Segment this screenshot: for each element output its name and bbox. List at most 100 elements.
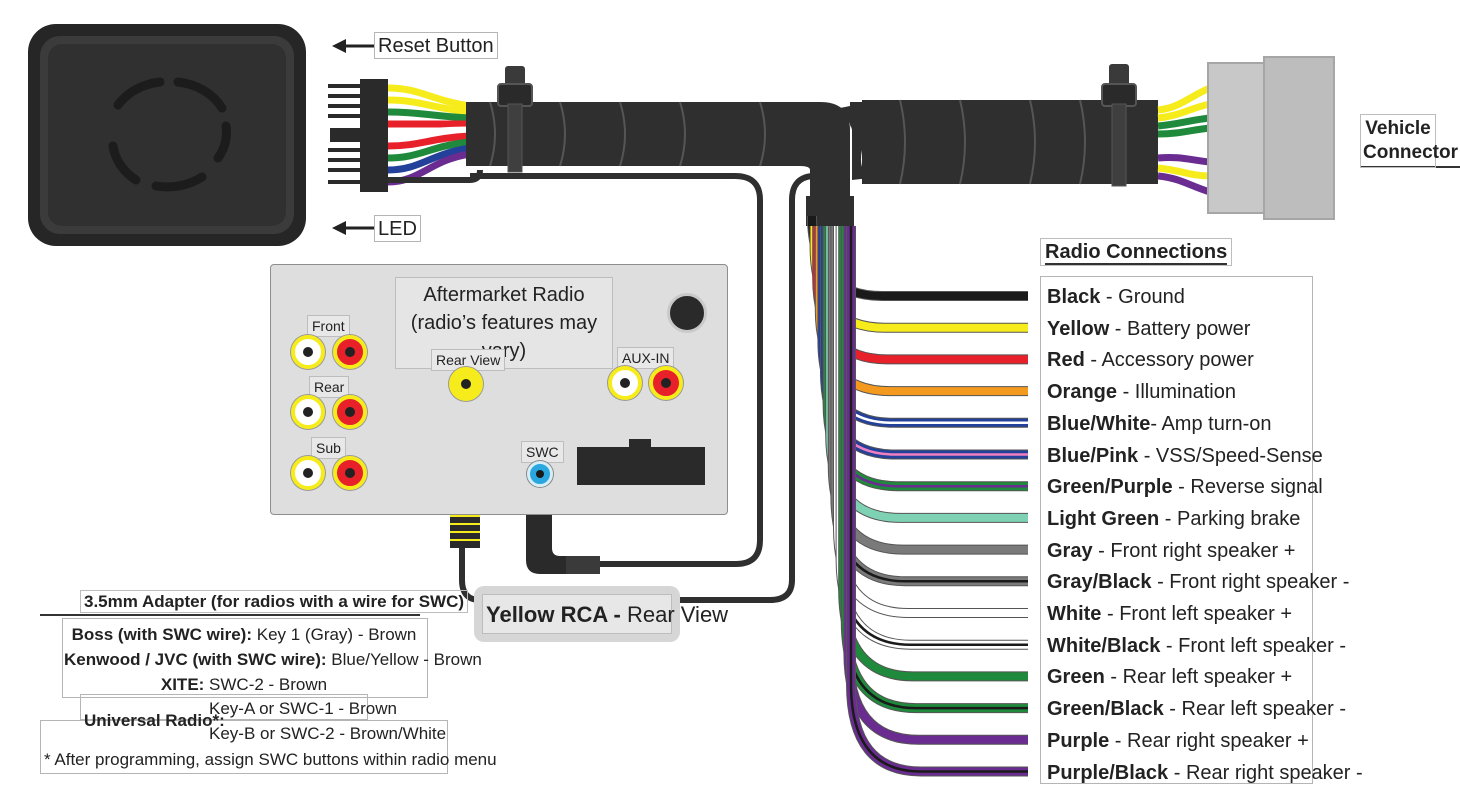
connection-row: White - Front left speaker + [1047, 604, 1292, 624]
front-left-jack-icon [291, 335, 325, 369]
connection-color-name: Black [1047, 286, 1101, 308]
connection-description: - Illumination [1117, 381, 1236, 404]
connection-description: - Reverse signal [1172, 476, 1323, 499]
connection-color-name: White [1047, 603, 1102, 625]
sub-left-jack-icon [291, 456, 325, 490]
connection-color-name: Orange [1047, 381, 1118, 404]
rear-left-jack-icon [291, 395, 325, 429]
connection-description: - Front right speaker - [1151, 571, 1350, 594]
connection-description: - Battery power [1109, 317, 1251, 340]
vehicle-connector-label: Vehicle Connector [1360, 114, 1458, 168]
rca-cable [459, 173, 813, 603]
connection-description: - VSS/Speed-Sense [1138, 444, 1323, 467]
connection-color-name: Green/Purple [1047, 476, 1173, 499]
connection-row: Purple/Black - Rear right speaker - [1047, 763, 1363, 783]
connection-color-name: Blue/White [1047, 412, 1151, 435]
wire-stripe [849, 226, 1028, 773]
cable-tie-left [497, 66, 533, 173]
swc-label: SWC [521, 441, 564, 463]
connection-row: Blue/Pink - VSS/Speed-Sense [1047, 446, 1323, 466]
connection-color-name: Purple/Black [1047, 761, 1169, 784]
connection-color-name: Purple [1047, 729, 1110, 752]
adapter-title: 3.5mm Adapter (for radios with a wire fo… [80, 590, 469, 613]
connection-description: - Rear left speaker - [1163, 698, 1347, 721]
connection-row: Blue/White- Amp turn-on [1047, 414, 1272, 434]
harness-socket-icon [577, 447, 705, 485]
harness-socket-tab [629, 439, 651, 449]
sub-right-jack-icon [333, 456, 367, 490]
connection-description: - Front left speaker - [1160, 634, 1346, 657]
connection-color-name: Green/Black [1047, 698, 1164, 721]
reset-arrow-icon [332, 39, 374, 53]
reset-button-label: Reset Button [374, 32, 498, 59]
connection-description: - Rear right speaker + [1109, 729, 1309, 752]
adapter-universal-bold: Universal Radio*: [84, 711, 225, 730]
left-wires [387, 84, 471, 186]
volume-knob-icon [667, 293, 707, 333]
connection-color-name: Gray/Black [1047, 571, 1152, 594]
vehicle-label-line1: Vehicle [1365, 118, 1431, 139]
adapter-kenwood: Kenwood / JVC (with SWC wire): Blue/Yell… [64, 650, 482, 669]
connection-color-name: Blue/Pink [1047, 444, 1139, 467]
swc-jack-icon [527, 461, 553, 487]
adapter-footnote: * After programming, assign SWC buttons … [44, 750, 497, 769]
connection-row: Red - Accessory power [1047, 350, 1254, 370]
wire [831, 226, 1028, 586]
aux-in-label: AUX-IN [617, 347, 675, 369]
radio-title-line1: Aftermarket Radio [423, 284, 585, 306]
led-ring-icon [108, 77, 231, 192]
wire-outline [830, 226, 1028, 587]
connection-description: - Front left speaker + [1101, 603, 1293, 625]
aftermarket-radio-panel: Aftermarket Radio (radio’s features may … [270, 264, 728, 515]
connection-row: Green/Black - Rear left speaker - [1047, 699, 1346, 719]
connection-color-name: Red [1047, 349, 1085, 372]
connection-row: Purple - Rear right speaker + [1047, 731, 1309, 751]
connection-description: - Parking brake [1159, 507, 1301, 530]
swc-cable [470, 173, 763, 567]
vehicle-label-line2: Connector [1363, 142, 1458, 163]
sub-label: Sub [311, 437, 346, 459]
radio-wire-fan [807, 215, 1028, 777]
connection-description: - Ground [1100, 286, 1185, 308]
adapter-xite: XITE: SWC-2 - Brown [160, 675, 328, 694]
connection-row: Black - Ground [1047, 287, 1185, 307]
front-right-jack-icon [333, 335, 367, 369]
connection-description: - Rear right speaker - [1168, 761, 1363, 784]
wire [847, 226, 1028, 776]
rear-right-jack-icon [333, 395, 367, 429]
connection-color-name: Green [1047, 666, 1105, 689]
rear-view-jack-icon [449, 367, 483, 401]
vehicle-connector [1207, 56, 1335, 220]
connection-color-name: Yellow [1047, 317, 1110, 340]
led-arrow-icon [332, 221, 374, 235]
adapter-universal-line1: Key-A or SWC-1 - Brown [209, 699, 397, 718]
connection-color-name: White/Black [1047, 634, 1161, 657]
connection-color-name: Light Green [1047, 507, 1160, 530]
connection-row: Gray - Front right speaker + [1047, 541, 1295, 561]
aux-left-jack-icon [608, 366, 642, 400]
yellow-rca-label: Yellow RCA - Rear View [474, 586, 728, 642]
connection-row: Gray/Black - Front right speaker - [1047, 572, 1349, 592]
adapter-universal-line2: Key-B or SWC-2 - Brown/White [209, 724, 447, 743]
connection-row: Yellow - Battery power [1047, 319, 1250, 339]
wire-stripe [834, 226, 1028, 583]
connection-row: Orange - Illumination [1047, 382, 1236, 402]
rear-label: Rear [309, 376, 350, 398]
led-label: LED [374, 215, 421, 242]
connection-row: Green - Rear left speaker + [1047, 667, 1292, 687]
connection-description: - Front right speaker + [1092, 539, 1296, 562]
connection-row: White/Black - Front left speaker - [1047, 636, 1346, 656]
front-label: Front [307, 315, 350, 337]
connection-description: - Accessory power [1084, 349, 1254, 372]
interface-module [28, 24, 306, 246]
left-plug [328, 79, 388, 192]
yellow-rca-rest: Rear View [620, 602, 729, 627]
wire-outline [846, 226, 1028, 777]
cable-tie-right [1101, 64, 1137, 187]
yellow-rca-bold: Yellow RCA - [486, 602, 621, 627]
harness-loom [466, 99, 1158, 226]
radio-connections-title: Radio Connections [1040, 238, 1233, 266]
connection-row: Green/Purple - Reverse signal [1047, 477, 1323, 497]
